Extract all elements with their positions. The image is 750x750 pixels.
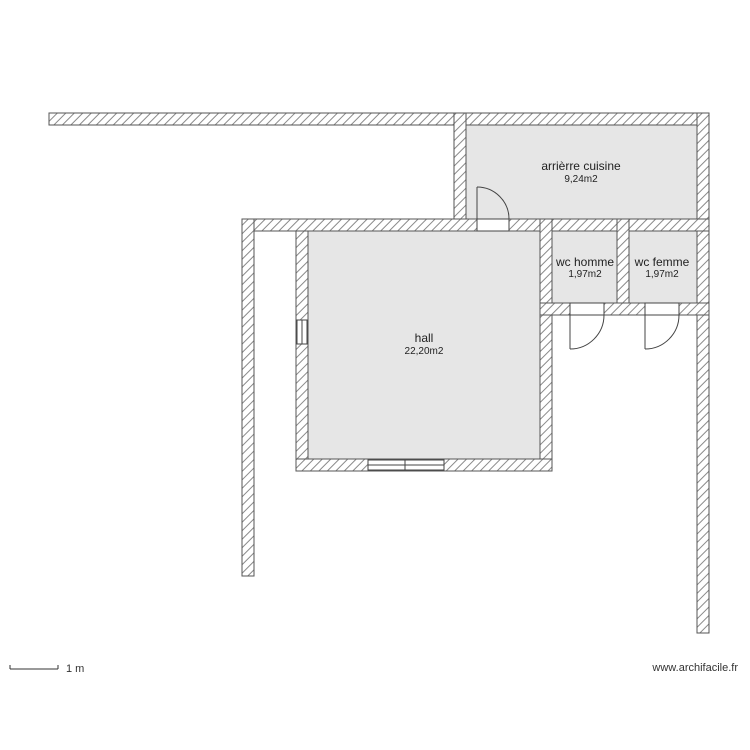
room-label-wc-homme: wc homme (555, 255, 614, 269)
wall-left-outer (241, 218, 255, 577)
room-area-arriere-cuisine: 9,24m2 (564, 174, 598, 185)
watermark: www.archifacile.fr (652, 662, 738, 674)
door-kitchen-opening (476, 218, 510, 232)
scale-label: 1 m (66, 663, 85, 675)
rooms (307, 124, 698, 460)
door-wc-femme-opening (644, 302, 680, 316)
room-area-hall: 22,20m2 (405, 346, 444, 357)
room-area-wc-femme: 1,97m2 (645, 269, 679, 280)
room-label-arriere-cuisine: arrièrre cuisine (541, 159, 621, 173)
door-kitchen-swing (476, 186, 510, 220)
room-hall (307, 230, 541, 460)
wall-hall-left (295, 230, 309, 472)
door-wc-homme-swing (569, 314, 605, 350)
wall-kitchen-left (453, 112, 467, 222)
wall-wc-bottom (539, 302, 710, 316)
room-area-wc-homme: 1,97m2 (568, 269, 602, 280)
door-wc-femme-swing (644, 314, 680, 350)
room-label-hall: hall (415, 331, 434, 345)
door-wc-homme-opening (569, 302, 605, 316)
wall-top-long (48, 112, 710, 126)
doors (476, 186, 680, 350)
room-label-wc-femme: wc femme (634, 255, 690, 269)
room-wc-homme (551, 230, 618, 304)
wall-wc-divider (616, 218, 630, 316)
windows (296, 319, 445, 471)
wall-right-outer (696, 112, 710, 634)
wall-hall-right (539, 218, 553, 472)
scale-bar (9, 665, 59, 670)
